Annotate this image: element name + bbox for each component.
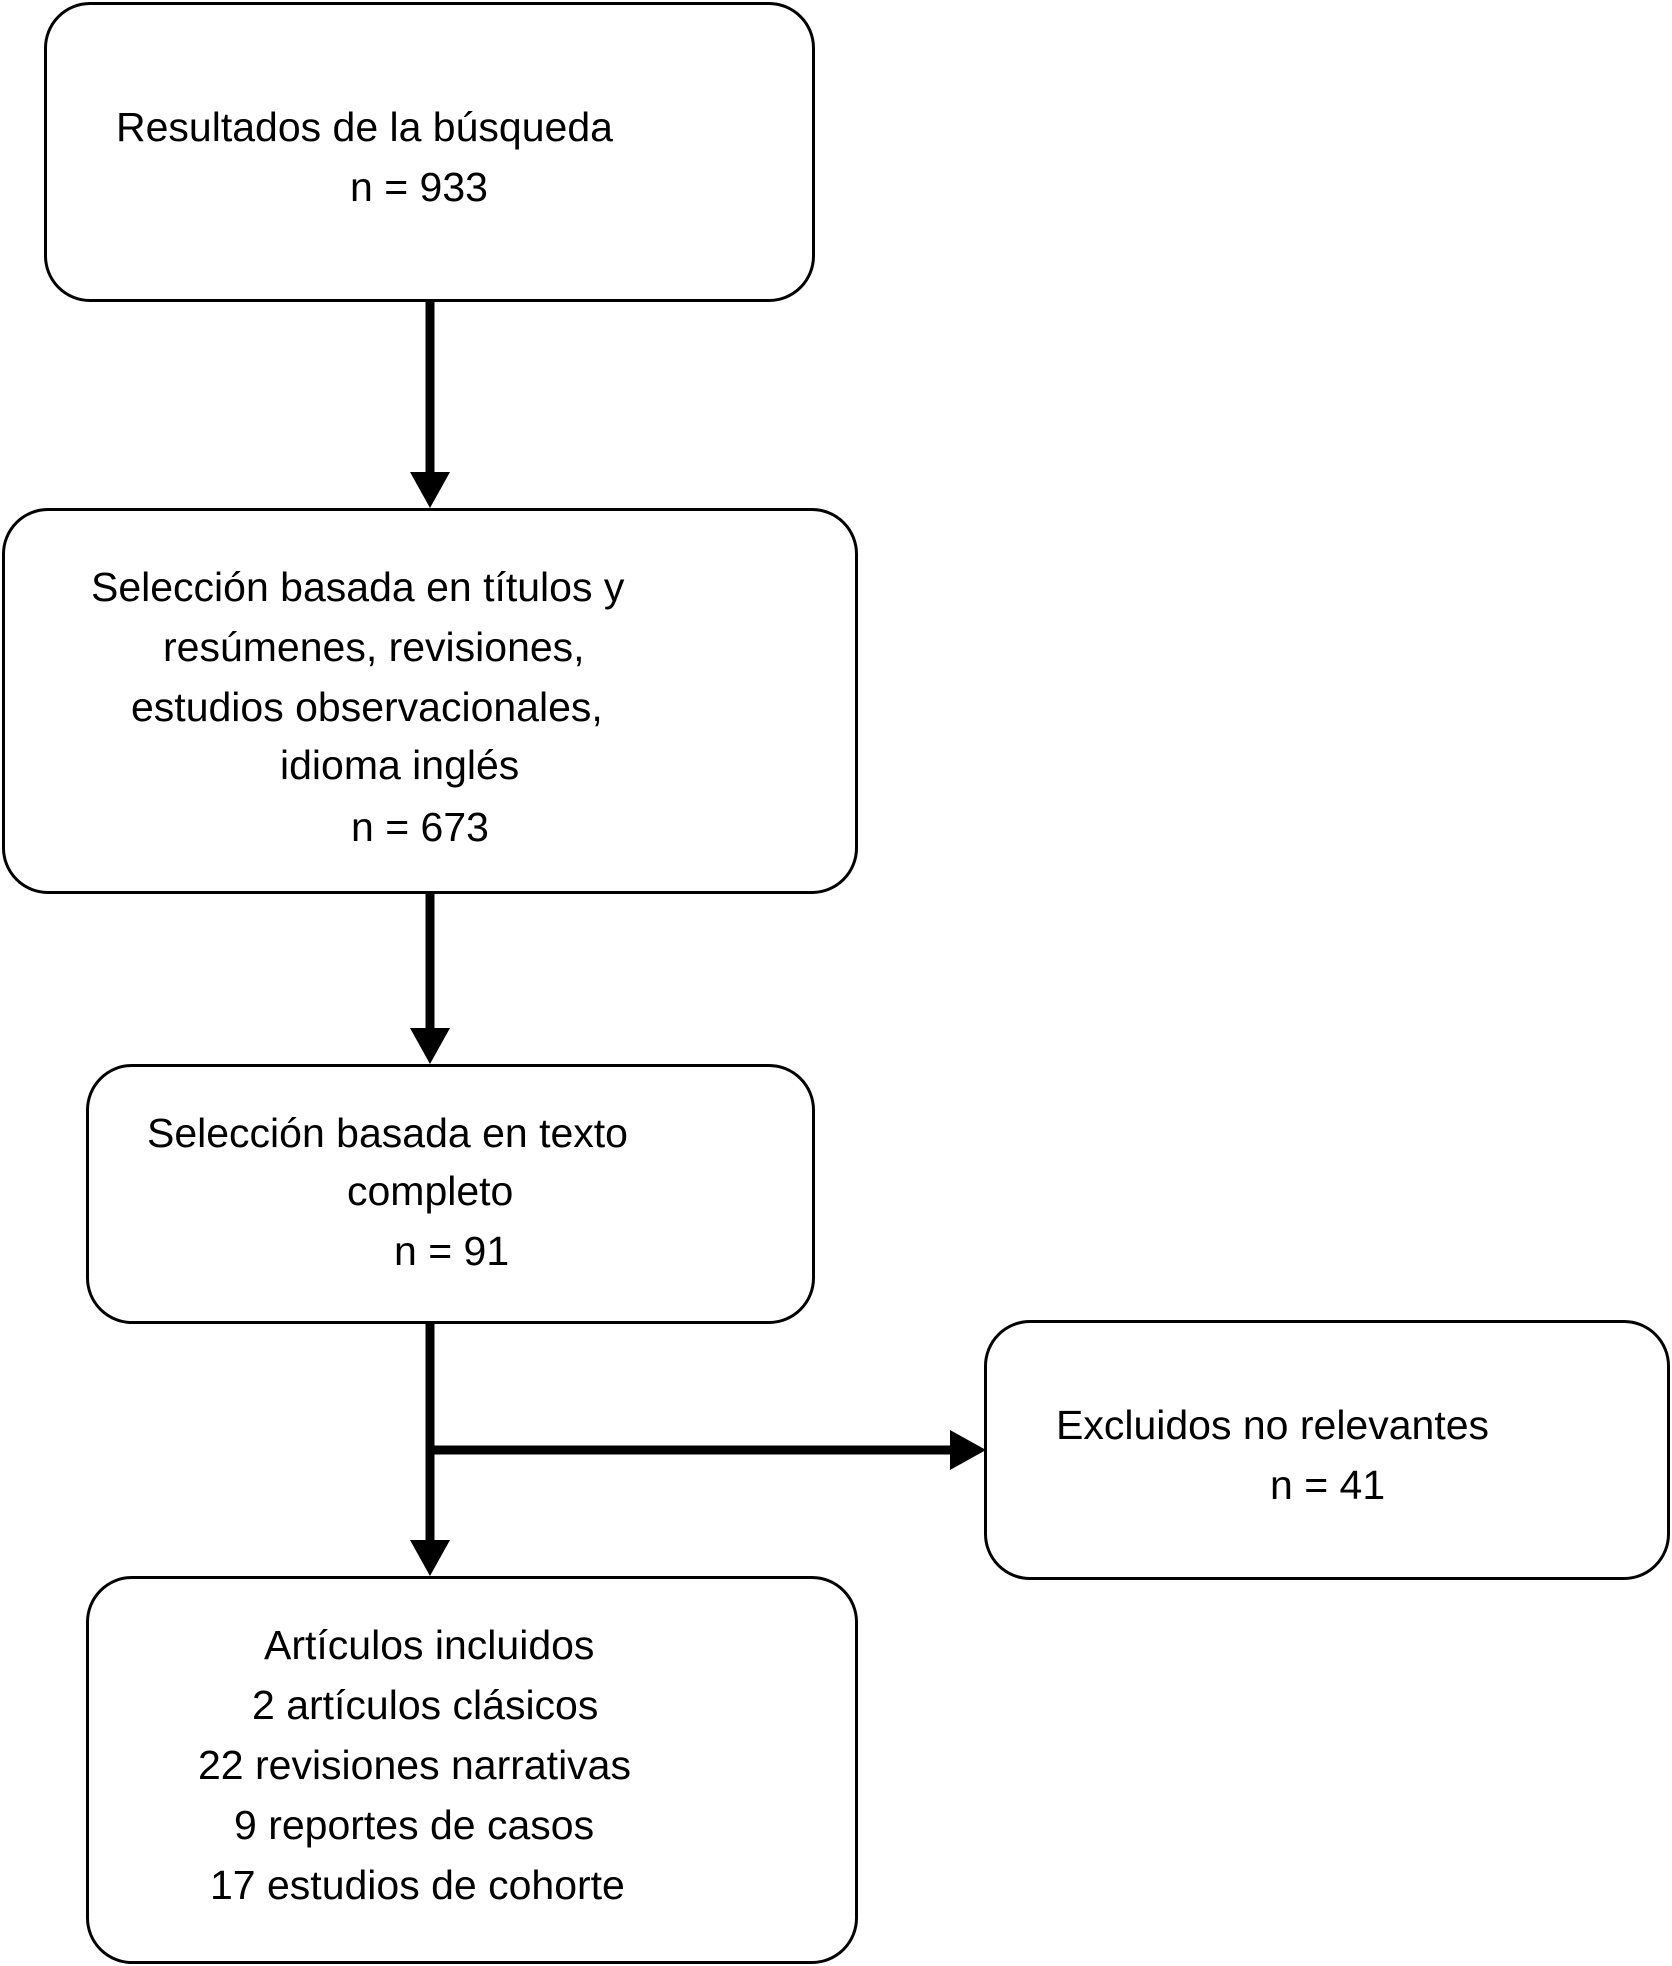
box-excluded-line-1: Excluidos no relevantes bbox=[1056, 1402, 1490, 1448]
box-included-line-2: 2 artículos clásicos bbox=[252, 1682, 599, 1728]
box-fulltext-line-2: completo bbox=[347, 1168, 514, 1214]
box-included-line-4: 9 reportes de casos bbox=[234, 1802, 595, 1848]
box-included-line-1: Artículos incluidos bbox=[264, 1622, 595, 1668]
arrowhead-down-fulltext bbox=[410, 1028, 450, 1064]
box-screening-line-4: idioma inglés bbox=[280, 742, 520, 788]
box-screening-line-2: resúmenes, revisiones, bbox=[163, 624, 585, 670]
arrowhead-down-screening bbox=[410, 472, 450, 508]
box-full-text-screening: Selección basada en texto completo n = 9… bbox=[86, 1064, 815, 1324]
box-fulltext-line-1: Selección basada en texto bbox=[147, 1110, 628, 1156]
box-included: Artículos incluidos 2 artículos clásicos… bbox=[86, 1576, 858, 1964]
box-screening-line-1: Selección basada en títulos y bbox=[91, 564, 625, 610]
box-fulltext-line-3: n = 91 bbox=[394, 1228, 510, 1274]
arrowhead-down-included bbox=[410, 1540, 450, 1576]
box-included-line-5: 17 estudios de cohorte bbox=[210, 1862, 625, 1908]
box-screening-line-5: n = 673 bbox=[351, 804, 489, 850]
box-excluded: Excluidos no relevantes n = 41 bbox=[984, 1320, 1670, 1580]
box-included-line-3: 22 revisiones narrativas bbox=[198, 1742, 631, 1788]
box-search-results-line-2: n = 933 bbox=[350, 164, 488, 210]
box-title-abstract-screening: Selección basada en títulos y resúmenes,… bbox=[2, 508, 858, 894]
box-screening-line-3: estudios observacionales, bbox=[131, 684, 603, 730]
arrowhead-right-excluded bbox=[950, 1430, 986, 1470]
box-search-results-line-1: Resultados de la búsqueda bbox=[116, 104, 613, 150]
box-search-results: Resultados de la búsqueda n = 933 bbox=[44, 2, 815, 302]
box-excluded-line-2: n = 41 bbox=[1270, 1462, 1386, 1508]
